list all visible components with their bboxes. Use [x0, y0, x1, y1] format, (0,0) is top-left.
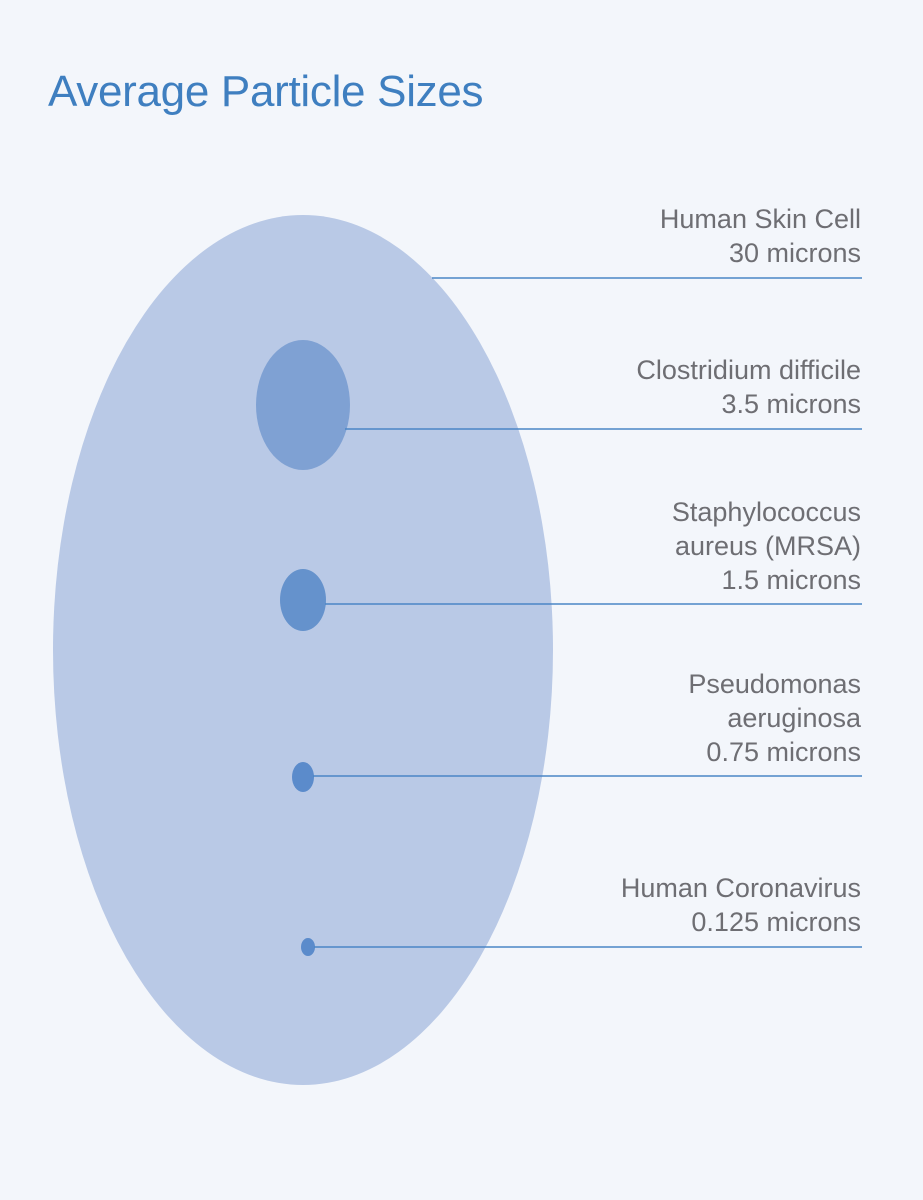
- particle-name-line: aeruginosa: [727, 703, 861, 733]
- clostridium-difficile-shape: [256, 340, 350, 470]
- particle-name-line: Staphylococcus: [671, 497, 861, 527]
- particle-name-line: Human Coronavirus: [620, 873, 861, 903]
- human-skin-cell-shape: [53, 215, 553, 1085]
- particle-size: 0.75 microns: [706, 737, 861, 767]
- particle-size: 30 microns: [728, 238, 861, 268]
- particle-size: 3.5 microns: [721, 389, 861, 419]
- label-human-skin-cell: Human Skin Cell 30 microns: [660, 202, 861, 270]
- diagram-title: Average Particle Sizes: [48, 67, 484, 116]
- particle-name-line: Pseudomonas: [688, 669, 861, 699]
- label-human-coronavirus: Human Coronavirus 0.125 microns: [621, 871, 861, 939]
- particle-name-line: Clostridium difficile: [636, 355, 861, 385]
- label-staphylococcus-aureus: Staphylococcus aureus (MRSA) 1.5 microns: [672, 495, 861, 597]
- particle-size: 0.125 microns: [691, 907, 861, 937]
- human-coronavirus-shape: [301, 938, 315, 956]
- label-pseudomonas-aeruginosa: Pseudomonas aeruginosa 0.75 microns: [688, 667, 861, 769]
- particle-name-line: Human Skin Cell: [659, 204, 861, 234]
- staphylococcus-aureus-shape: [280, 569, 326, 631]
- pseudomonas-aeruginosa-shape: [292, 762, 314, 792]
- particle-size: 1.5 microns: [721, 565, 861, 595]
- particle-name-line: aureus (MRSA): [674, 531, 861, 561]
- label-clostridium-difficile: Clostridium difficile 3.5 microns: [636, 353, 861, 421]
